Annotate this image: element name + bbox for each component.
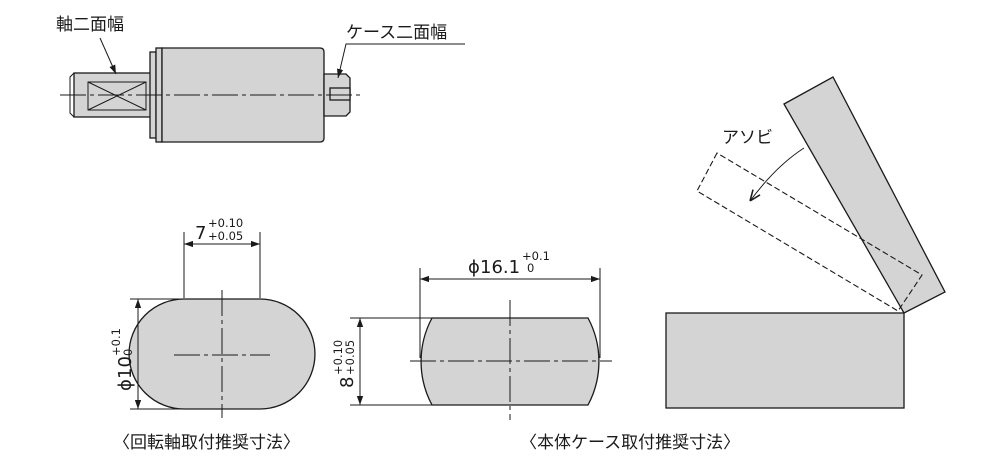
- component-side-view: 軸二面幅 ケース二面幅: [56, 15, 465, 143]
- play-arrow: [750, 147, 805, 201]
- play-ghost-outline: [696, 152, 923, 312]
- case-mounting-view: ϕ 16.1 +0.1 0 8 +0.10 +0.05 〈本体ケース取付推奨寸法…: [331, 249, 740, 453]
- shaft-width-upper-tol: +0.10: [208, 216, 243, 230]
- shaft-dia-value: 10: [115, 356, 136, 379]
- case-dia-symbol: ϕ: [468, 257, 480, 278]
- shaft-flat-leader: [99, 37, 117, 75]
- play-illustration: アソビ: [665, 76, 946, 409]
- shaft-flat-cross: [87, 81, 147, 111]
- case-dia-upper-tol: +0.1: [522, 249, 550, 263]
- tilted-block: [783, 76, 946, 314]
- case-caption: 〈本体ケース取付推奨寸法〉: [520, 433, 740, 453]
- case-flat-leader: [336, 43, 465, 79]
- play-label: アソビ: [722, 128, 773, 148]
- case-width-value: 8: [337, 377, 358, 388]
- case-dia-value: 16.1: [480, 257, 520, 278]
- shaft-flat-label: 軸二面幅: [56, 15, 124, 35]
- shaft-dia-symbol: ϕ: [115, 379, 136, 391]
- shaft-width-lower-tol: +0.05: [208, 229, 243, 243]
- case-dia-lower-tol: 0: [527, 261, 534, 275]
- shaft-mounting-view: 7 +0.10 +0.05 ϕ 10 +0.1 0 〈回転軸取付推奨寸法〉: [109, 216, 316, 453]
- rear-boss-slot: [329, 87, 351, 101]
- case-flat-label: ケース二面幅: [346, 23, 447, 43]
- base-block: [665, 312, 905, 409]
- case-width-upper-tol: +0.10: [331, 340, 345, 375]
- shaft-width-value: 7: [195, 223, 206, 244]
- shaft-flat-face: [87, 81, 147, 111]
- case-width-lower-tol: +0.05: [343, 340, 357, 375]
- shaft-caption: 〈回転軸取付推奨寸法〉: [113, 433, 300, 453]
- shaft-dia-upper-tol: +0.1: [109, 328, 123, 356]
- shaft-dia-lower-tol: 0: [121, 349, 135, 356]
